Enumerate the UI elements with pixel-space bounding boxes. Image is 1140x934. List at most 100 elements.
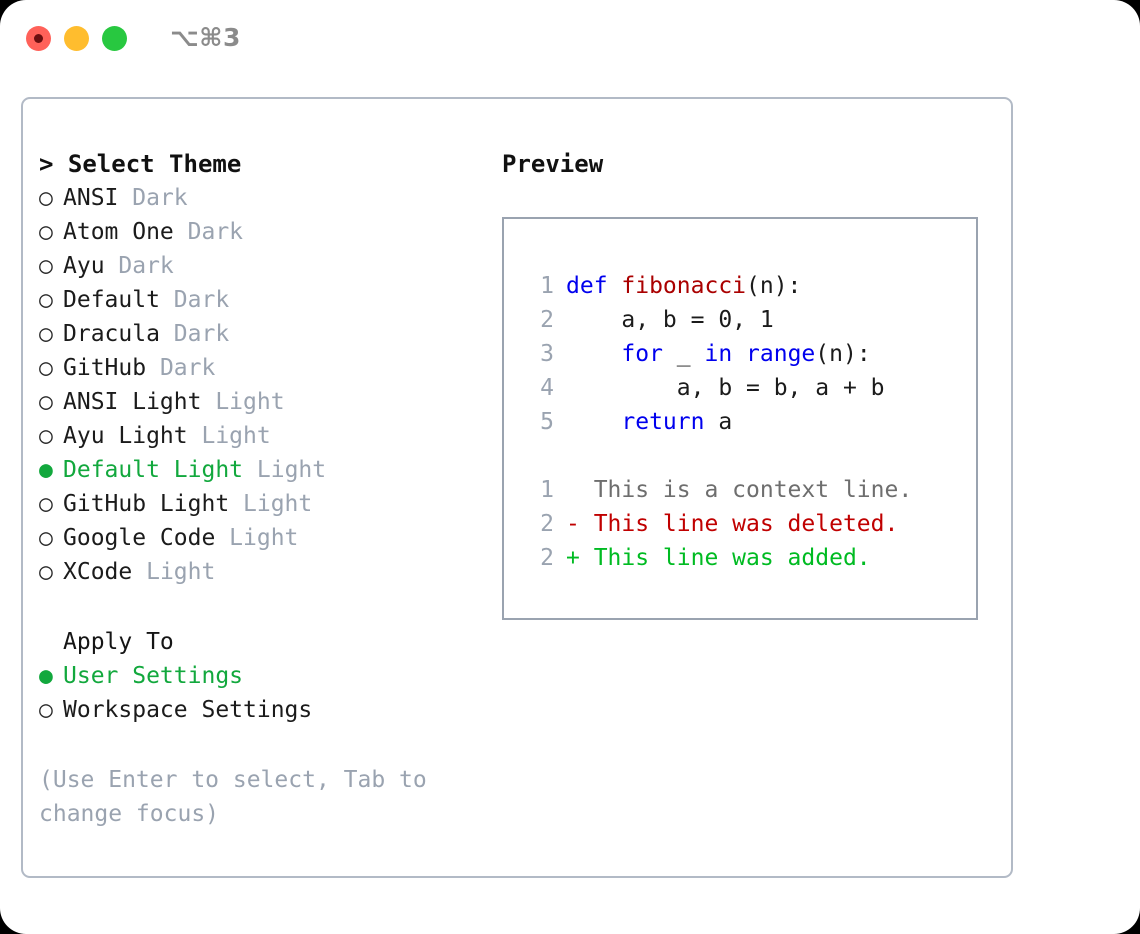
- radio-unselected-icon: ○: [39, 491, 53, 517]
- theme-variant-tag: Dark: [159, 355, 216, 381]
- keyboard-shortcut-label: ⌥⌘3: [170, 23, 241, 52]
- theme-option-label: GitHub: [63, 355, 160, 381]
- code-token: a: [704, 409, 733, 435]
- line-number: 1: [540, 477, 554, 503]
- theme-option-label: Ayu: [63, 253, 119, 279]
- code-line: 3 for _ in range(n):: [526, 337, 912, 371]
- radio-unselected-icon: ○: [39, 287, 53, 313]
- code-token: fibonacci: [621, 273, 747, 299]
- theme-list-column: > Select Theme ○ANSI Dark○Atom One Dark○…: [39, 147, 494, 831]
- diff-text: - This line was deleted.: [566, 511, 899, 537]
- code-line: 2 a, b = 0, 1: [526, 303, 912, 337]
- theme-option-label: ANSI: [63, 185, 133, 211]
- theme-option-google-code[interactable]: ○ Google Code Light: [39, 521, 494, 555]
- theme-variant-tag: Light: [256, 457, 327, 483]
- theme-option-atom-one[interactable]: ○Atom One Dark: [39, 215, 494, 249]
- theme-variant-tag: Light: [215, 389, 285, 415]
- theme-option-default[interactable]: ○ Default Dark: [39, 283, 494, 317]
- theme-option-label: XCode: [63, 559, 147, 585]
- diff-line: 2 + This line was added.: [526, 541, 912, 575]
- theme-option-list: ○ ANSI Dark ○ Atom One Dark ○ Ayu Dark ○ Defaul…: [39, 181, 494, 589]
- theme-option-dracula[interactable]: ○ Dracula Dark: [39, 317, 494, 351]
- radio-unselected-icon: ○: [39, 559, 53, 585]
- radio-unselected-icon: ○: [39, 423, 53, 449]
- theme-option-label: Atom One: [63, 219, 188, 245]
- code-token: a, b = 0, 1: [566, 307, 774, 333]
- diff-sample: 1 This is a context line. 2 - This line wa…: [526, 473, 912, 575]
- radio-unselected-icon: ○: [39, 389, 53, 415]
- theme-option-ayu[interactable]: ○ Ayu Dark: [39, 249, 494, 283]
- apply-to-option-label: Workspace Settings: [63, 697, 313, 723]
- code-line: 5 return a: [526, 405, 912, 439]
- diff-line: 1 This is a context line.: [526, 473, 912, 507]
- theme-variant-tag: Light: [243, 491, 313, 517]
- zoom-window-button[interactable]: [102, 26, 127, 51]
- traffic-light-group: [26, 26, 127, 51]
- line-number: 2: [540, 511, 554, 537]
- code-token: [732, 341, 746, 367]
- theme-variant-tag: Light: [201, 423, 271, 449]
- theme-option-ansi[interactable]: ○ ANSI Dark: [39, 181, 494, 215]
- theme-option-label: Dracula: [63, 321, 174, 347]
- code-token: (n):: [815, 341, 871, 367]
- theme-variant-tag: Light: [229, 525, 299, 551]
- theme-option-label: ANSI Light: [63, 389, 216, 415]
- apply-to-option-workspace-settings[interactable]: ○ Workspace Settings: [39, 693, 494, 727]
- code-token: range: [746, 341, 816, 367]
- code-token: def: [566, 273, 622, 299]
- theme-option-default-light[interactable]: ●Default Light Light: [39, 453, 494, 487]
- radio-unselected-icon: ○: [39, 219, 53, 245]
- theme-option-label: Default: [63, 287, 174, 313]
- line-number: 3: [540, 341, 554, 367]
- apply-to-option-label: User Settings: [63, 663, 244, 689]
- theme-variant-tag: Dark: [132, 185, 188, 211]
- apply-to-section: Apply To ●User Settings○Workspace Settin…: [39, 625, 494, 727]
- radio-unselected-icon: ○: [39, 355, 53, 381]
- apply-to-option-user-settings[interactable]: ● User Settings: [39, 659, 494, 693]
- keyboard-hint-text: (Use Enter to select, Tab to change focu…: [39, 767, 427, 827]
- radio-selected-icon: ●: [39, 457, 53, 483]
- line-number: 2: [540, 545, 554, 571]
- theme-option-github-light[interactable]: ○ GitHub Light Light: [39, 487, 494, 521]
- radio-unselected-icon: ○: [39, 253, 53, 279]
- theme-variant-tag: Dark: [118, 253, 174, 279]
- theme-variant-tag: Dark: [173, 287, 230, 313]
- diff-text: + This line was added.: [566, 545, 871, 571]
- theme-option-xcode[interactable]: ○ XCode Light: [39, 555, 494, 589]
- radio-unselected-icon: ○: [39, 697, 53, 723]
- close-window-button[interactable]: [26, 26, 51, 51]
- theme-option-label: Ayu Light: [63, 423, 202, 449]
- theme-option-ansi-light[interactable]: ○ ANSI Light Light: [39, 385, 494, 419]
- select-theme-heading: > Select Theme: [39, 150, 242, 178]
- theme-variant-tag: Light: [146, 559, 216, 585]
- code-token: in: [704, 341, 733, 367]
- code-token: [566, 341, 621, 367]
- window-titlebar: ⌥⌘3: [0, 0, 1140, 78]
- code-token: (n):: [746, 273, 802, 299]
- theme-variant-tag: Dark: [173, 321, 230, 347]
- line-number: 5: [540, 409, 554, 435]
- theme-option-ayu-light[interactable]: ○ Ayu Light Light: [39, 419, 494, 453]
- code-spacer: [526, 439, 912, 473]
- code-token: a, b = b, a + b: [566, 375, 885, 401]
- radio-unselected-icon: ○: [39, 185, 53, 211]
- code-token: _: [662, 341, 705, 367]
- line-number: 1: [540, 273, 554, 299]
- minimize-window-button[interactable]: [64, 26, 89, 51]
- theme-option-github[interactable]: ○ GitHub Dark: [39, 351, 494, 385]
- apply-to-option-list: ● User Settings ○ Workspace Settings: [39, 659, 494, 727]
- theme-option-label: GitHub Light: [63, 491, 244, 517]
- radio-unselected-icon: ○: [39, 525, 53, 551]
- code-line: 4 a, b = b, a + b: [526, 371, 912, 405]
- theme-option-label: Google Code: [63, 525, 230, 551]
- code-token: [566, 409, 621, 435]
- line-number: 4: [540, 375, 554, 401]
- radio-unselected-icon: ○: [39, 321, 53, 347]
- radio-selected-icon: ●: [39, 663, 53, 689]
- diff-line: 2 - This line was deleted.: [526, 507, 912, 541]
